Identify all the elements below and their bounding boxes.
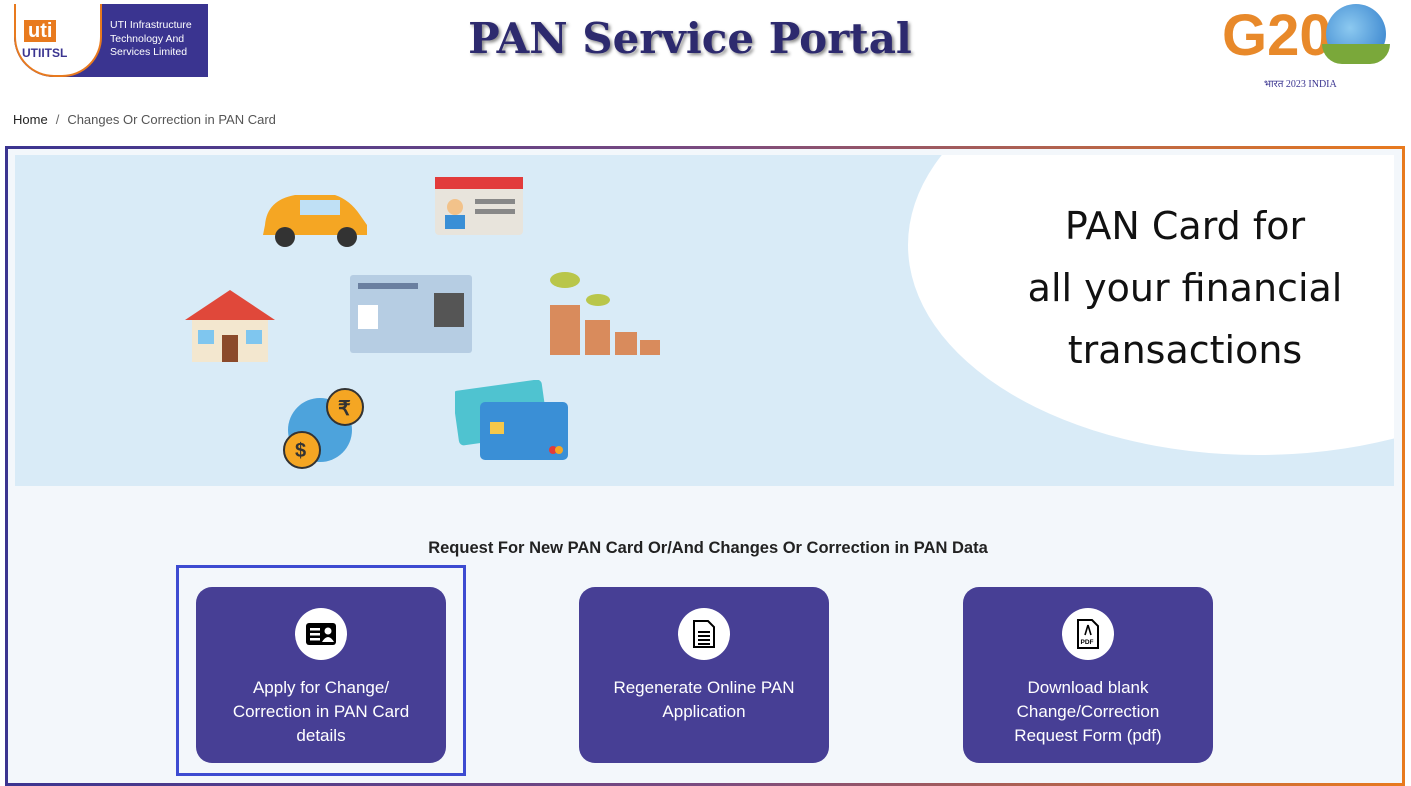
car-icon	[263, 195, 367, 247]
banner-text: PAN Card for all your financial transact…	[1000, 195, 1370, 381]
document-icon	[678, 608, 730, 660]
g20-subtitle: भारत 2023 INDIA	[1264, 79, 1337, 90]
svg-text:₹: ₹	[338, 398, 351, 420]
id-card-icon	[295, 608, 347, 660]
banner-line: all your financial	[1027, 266, 1343, 310]
logo-text: UTI Infrastructure Technology And Servic…	[110, 19, 200, 60]
coins-plant-icon	[550, 272, 660, 355]
pan-card-illustration	[350, 275, 472, 353]
banner-line: PAN Card for	[1064, 204, 1306, 248]
g20-logo: G20 भारत 2023 INDIA	[1222, 4, 1392, 94]
download-blank-form-button[interactable]: PDF Download blank Change/Correction Req…	[963, 587, 1213, 763]
svg-text:$: $	[295, 440, 306, 462]
utiitsl-logo[interactable]: uti UTIITSL UTI Infrastructure Technolog…	[14, 4, 208, 77]
card-label: Regenerate Online PAN Application	[613, 678, 795, 721]
credit-card-icon	[455, 380, 568, 460]
logo-name: UTIITSL	[22, 46, 68, 60]
breadcrumb-current: Changes Or Correction in PAN Card	[67, 112, 276, 127]
banner: ₹$ PAN Card for all your financial trans…	[15, 155, 1394, 486]
card-label: Apply for Change/ Correction in PAN Card…	[232, 678, 410, 745]
breadcrumb-home[interactable]: Home	[13, 112, 48, 127]
logo-line: UTI Infrastructure	[110, 19, 192, 31]
main-frame: ₹$ PAN Card for all your financial trans…	[5, 146, 1405, 786]
logo-line: Technology And	[110, 32, 185, 45]
logo-mark: uti	[24, 20, 57, 42]
pdf-icon-text: PDF	[1081, 639, 1094, 646]
section-heading: Request For New PAN Card Or/And Changes …	[428, 539, 988, 557]
banner-line: transactions	[1067, 328, 1303, 372]
house-icon	[185, 290, 275, 362]
apply-change-correction-button[interactable]: Apply for Change/ Correction in PAN Card…	[196, 587, 446, 763]
id-card-illustration	[435, 177, 523, 235]
breadcrumb: Home / Changes Or Correction in PAN Card	[13, 112, 276, 127]
pdf-icon: PDF	[1062, 608, 1114, 660]
regenerate-online-pan-button[interactable]: Regenerate Online PAN Application	[579, 587, 829, 763]
card-label: Download blank Change/Correction Request…	[1014, 678, 1162, 745]
breadcrumb-separator: /	[55, 112, 60, 127]
currency-exchange-icon: ₹$	[283, 388, 364, 469]
lotus-icon	[1322, 44, 1390, 64]
g20-mark: G20	[1222, 3, 1332, 68]
selection-highlight	[176, 565, 466, 776]
logo-line: Services Limited	[110, 46, 188, 58]
page-title: PAN Service Portal	[468, 14, 912, 63]
